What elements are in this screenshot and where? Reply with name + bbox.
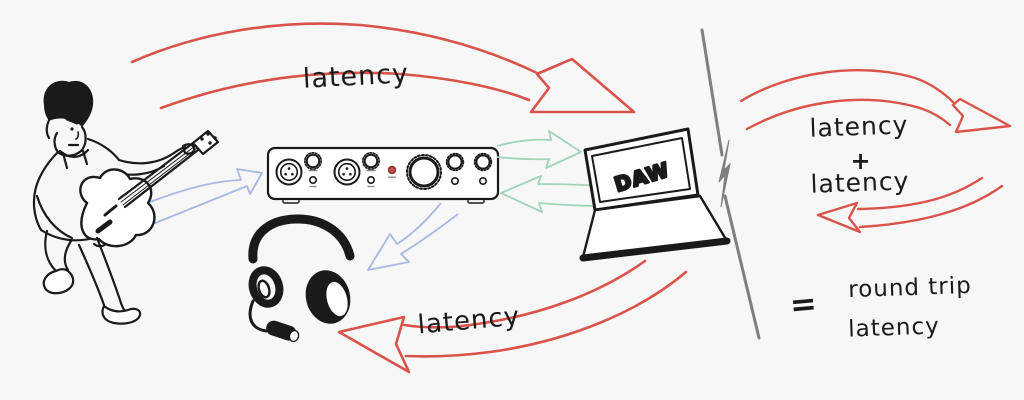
- monitor-button: [450, 177, 459, 186]
- combo-jack-1: [275, 158, 303, 186]
- audio-interface: [266, 146, 500, 204]
- roundtrip-out-arrowhead: [951, 97, 1012, 134]
- combo-jack-2: [333, 158, 361, 186]
- headphone-knob: [475, 154, 491, 170]
- plus-label: +: [850, 147, 871, 175]
- laptop-screen-inner: [591, 137, 691, 203]
- guitar-neck: [117, 141, 195, 201]
- mic-boom: [248, 299, 268, 333]
- top-latency-label: latency: [302, 58, 410, 95]
- headband: [248, 214, 355, 264]
- monitor-latency-arrowhead: [337, 315, 411, 374]
- laptop-screen: [583, 127, 700, 212]
- roundtrip-out-arrow: [739, 69, 1012, 134]
- headphone-button: [478, 177, 487, 186]
- main-volume-knob: [408, 156, 440, 188]
- guitarist-shoe-front: [101, 304, 142, 325]
- monitor-knob: [447, 154, 463, 170]
- guitar-body: [79, 168, 156, 248]
- phantom-power-led: [387, 165, 397, 175]
- laptop-front-lip: [579, 237, 731, 262]
- guitarist-shoe-back: [42, 268, 75, 295]
- top-latency-arrow: [130, 22, 636, 114]
- interface-to-headphones-arrow: [367, 202, 459, 271]
- top-latency-arrowhead: [529, 57, 636, 114]
- pad-button-1: [308, 176, 317, 185]
- daw-to-interface-arrow: [500, 175, 606, 213]
- right-latency-back-label: latency: [810, 166, 910, 198]
- interface-body: [266, 146, 500, 201]
- roundtrip-back-arrowhead: [816, 201, 862, 234]
- roundtrip-back-arrow: [816, 176, 1004, 234]
- guitar-headstock: [191, 129, 220, 156]
- right-latency-out-label: latency: [809, 110, 909, 142]
- gain-knob-1: [305, 153, 321, 169]
- guitarist: [32, 80, 220, 325]
- pad-button-2: [366, 176, 375, 185]
- ear-cup-left: [248, 266, 284, 308]
- result-line2-label: latency: [848, 313, 940, 342]
- divider-bolt: [718, 139, 731, 208]
- interface-laptop-arrows: [496, 130, 606, 213]
- monitor-latency-arrow: [337, 259, 688, 374]
- jagged-divider: [700, 28, 761, 340]
- mic-tip: [288, 329, 300, 343]
- equals-label: =: [788, 284, 819, 324]
- laptop: DAW: [579, 127, 731, 262]
- headphones: [248, 214, 355, 343]
- gain-knob-2: [363, 153, 379, 169]
- guitarist-hair: [43, 80, 94, 127]
- result-line1-label: round trip: [848, 273, 972, 303]
- guitar-to-interface-arrow: [147, 168, 263, 227]
- interface-to-daw-arrow: [496, 130, 582, 169]
